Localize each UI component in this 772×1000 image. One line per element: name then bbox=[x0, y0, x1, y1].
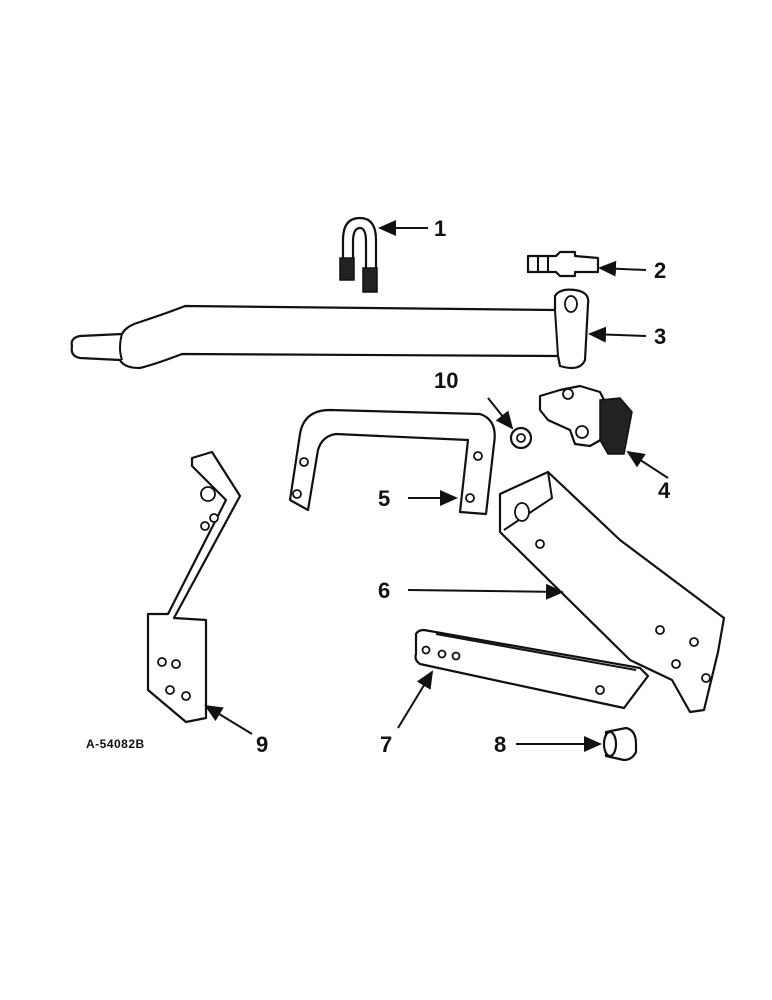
leader-6 bbox=[407, 583, 564, 600]
callout-1: 1 bbox=[434, 216, 446, 241]
leader-7 bbox=[397, 670, 434, 729]
callout-3: 3 bbox=[654, 324, 666, 349]
callout-6: 6 bbox=[378, 578, 390, 603]
leader-lines bbox=[204, 220, 669, 752]
callout-5: 5 bbox=[378, 486, 390, 511]
callout-8: 8 bbox=[494, 732, 506, 757]
figure-code: A-54082B bbox=[86, 737, 145, 751]
callout-numbers: 1 2 3 10 4 5 6 7 8 9 bbox=[256, 216, 671, 757]
part-8-spacer bbox=[602, 726, 638, 762]
part-3-shaft bbox=[70, 288, 590, 370]
leader-10 bbox=[487, 397, 514, 430]
callout-7: 7 bbox=[380, 732, 392, 757]
part-4-bracket bbox=[538, 384, 633, 455]
callout-4: 4 bbox=[658, 478, 671, 503]
leader-9 bbox=[204, 704, 253, 735]
callout-2: 2 bbox=[654, 258, 666, 283]
part-2-pin bbox=[526, 250, 600, 278]
callout-10: 10 bbox=[434, 368, 458, 393]
part-7-link-bar bbox=[414, 628, 650, 710]
part-1-u-bolt bbox=[339, 216, 378, 293]
part-5-u-strap bbox=[288, 408, 496, 516]
part-9-z-bracket bbox=[146, 450, 242, 724]
leader-3 bbox=[588, 326, 647, 343]
part-10-washer bbox=[509, 426, 533, 450]
leader-2 bbox=[598, 260, 647, 277]
leader-4 bbox=[626, 450, 669, 479]
callout-9: 9 bbox=[256, 732, 268, 757]
part-6-arm bbox=[498, 470, 726, 714]
